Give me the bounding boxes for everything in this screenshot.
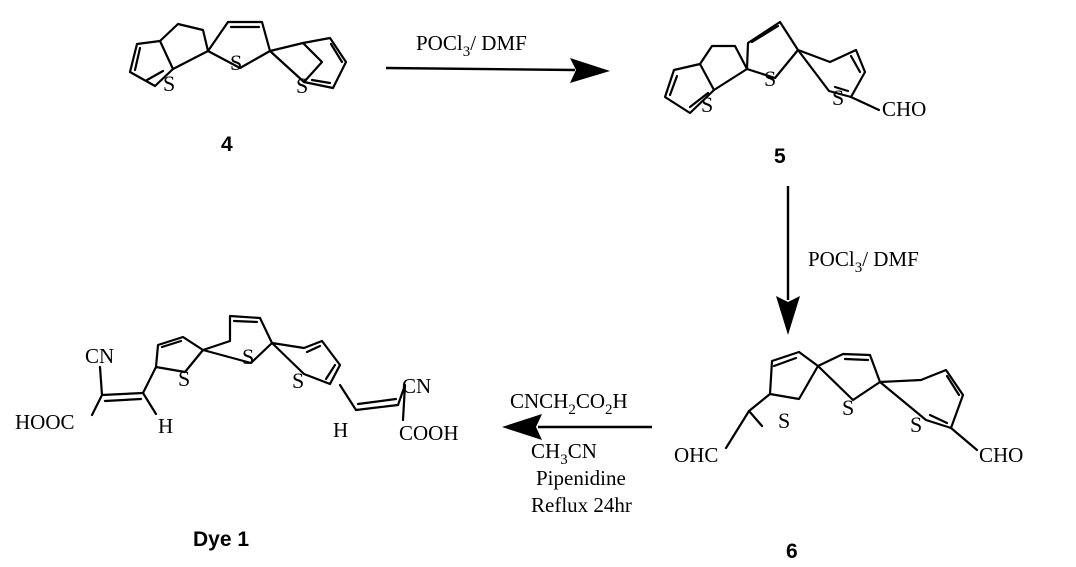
atom-s-4a: S bbox=[163, 71, 175, 96]
atom-s-4c: S bbox=[296, 73, 308, 98]
reagent-step-3-line-4: Reflux 24hr bbox=[531, 493, 632, 517]
hydrogen-left: H bbox=[158, 414, 173, 438]
cyano-right: CN bbox=[402, 374, 431, 398]
reagent-step-2: POCl3/ DMF bbox=[808, 247, 919, 276]
atom-s-5c: S bbox=[832, 85, 844, 110]
atom-s-5b: S bbox=[764, 66, 776, 91]
compound-5-label: 5 bbox=[774, 145, 786, 168]
compound-6-structure: S S S OHC CHO bbox=[674, 350, 1023, 467]
reagent-step-3-line-3: Pipenidine bbox=[536, 466, 626, 490]
reaction-arrow-2 bbox=[776, 186, 800, 335]
atom-s-dye-a: S bbox=[178, 366, 190, 391]
atom-s-dye-b: S bbox=[242, 344, 254, 369]
aldehyde-5: CHO bbox=[882, 97, 926, 121]
atom-s-6c: S bbox=[910, 412, 922, 437]
compound-6-label: 6 bbox=[786, 540, 798, 563]
compound-5-structure: S S S CHO bbox=[663, 20, 926, 121]
acid-left: HOOC bbox=[15, 410, 75, 434]
aldehyde-6-left: OHC bbox=[674, 443, 718, 467]
aldehyde-6-right: CHO bbox=[979, 443, 1023, 467]
compound-4-label: 4 bbox=[221, 133, 233, 156]
atom-s-6a: S bbox=[778, 408, 790, 433]
dye-1-label: Dye 1 bbox=[193, 528, 249, 551]
acid-right: COOH bbox=[399, 421, 459, 445]
atom-s-6b: S bbox=[842, 395, 854, 420]
reagent-step-3-line-1: CNCH2CO2H bbox=[510, 389, 628, 418]
reagent-step-3-line-2: CH3CN bbox=[531, 439, 597, 468]
reagent-step-1: POCl3/ DMF bbox=[416, 31, 527, 60]
cyano-left: CN bbox=[85, 344, 114, 368]
reaction-arrow-3 bbox=[502, 414, 652, 440]
reagents-step-3: CNCH2CO2H CH3CN Pipenidine Reflux 24hr bbox=[510, 389, 632, 517]
atom-s-4b: S bbox=[230, 50, 242, 75]
compound-4-structure: S S S bbox=[128, 20, 348, 98]
dye-1-structure: CN HOOC H S S S H CN COOH bbox=[15, 314, 459, 445]
hydrogen-right: H bbox=[333, 418, 348, 442]
reaction-arrow-1 bbox=[385, 58, 610, 83]
atom-s-dye-c: S bbox=[292, 368, 304, 393]
atom-s-5a: S bbox=[701, 92, 713, 117]
